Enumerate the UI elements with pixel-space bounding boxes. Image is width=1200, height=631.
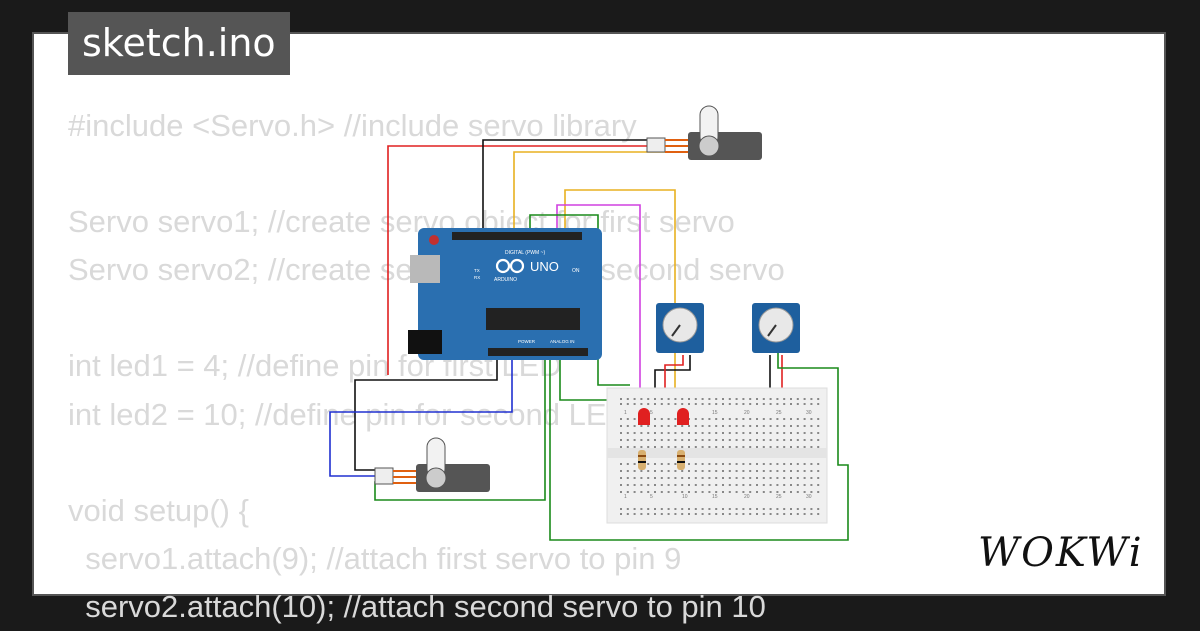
wire-black-servo1 xyxy=(482,139,690,240)
led-icon[interactable] xyxy=(677,408,689,425)
wire-green-top xyxy=(529,214,630,386)
tx-label: TX xyxy=(474,268,480,273)
breadboard-column-number: 5 xyxy=(650,410,653,416)
analog-label: ANALOG IN xyxy=(550,339,575,344)
wire-green-right xyxy=(549,350,849,541)
file-tab[interactable]: sketch.ino xyxy=(68,12,290,75)
breadboard-column-number: 10 xyxy=(682,494,688,500)
wire-blue-servo2 xyxy=(329,360,513,477)
wire-yellow-servo1 xyxy=(513,151,690,240)
code-line: servo1.attach(9); //attach first servo t… xyxy=(68,540,682,576)
breadboard-column-number: 30 xyxy=(806,494,812,500)
servo-icon[interactable] xyxy=(374,437,490,492)
code-line: #include <Servo.h> //include servo libra… xyxy=(68,108,637,143)
resistor-icon xyxy=(638,450,646,470)
breadboard-column-number: 15 xyxy=(712,494,718,500)
board-model: UNO xyxy=(530,259,559,274)
code-line: void setup() { xyxy=(68,492,249,528)
breadboard-column-number: 25 xyxy=(776,494,782,500)
digital-label: DIGITAL (PWM ~) xyxy=(505,250,545,256)
breadboard-column-number: 20 xyxy=(744,410,750,416)
wire-black-pot1 xyxy=(654,355,691,400)
breadboard-column-number: 1 xyxy=(624,494,627,500)
rx-label: RX xyxy=(474,275,480,280)
power-label: POWER xyxy=(518,339,536,344)
potentiometer-icon[interactable] xyxy=(656,303,704,353)
breadboard-column-number: 25 xyxy=(776,410,782,416)
wire-red-pot1 xyxy=(664,355,684,400)
breadboard-column-number: 1 xyxy=(624,410,627,416)
board-brand: ARDUINO xyxy=(494,277,517,283)
potentiometer-icon[interactable] xyxy=(752,303,800,353)
wire-black-servo2 xyxy=(354,360,498,471)
arduino-board-icon[interactable]: UNO ARDUINO DIGITAL (PWM ~) POWER ANALOG… xyxy=(408,228,602,360)
code-line: servo2.attach(10); //attach second servo… xyxy=(68,588,766,624)
breadboard-column-number: 5 xyxy=(650,494,653,500)
on-label: ON xyxy=(572,268,580,274)
breadboard-column-number: 20 xyxy=(744,494,750,500)
wire-magenta xyxy=(556,204,641,410)
wire-red-servo1 xyxy=(387,145,690,375)
wokwi-logo: WOKWi xyxy=(978,530,1144,576)
breadboard-column-number: 15 xyxy=(712,410,718,416)
led-icon[interactable] xyxy=(638,408,650,425)
breadboard-column-number: 30 xyxy=(806,410,812,416)
servo-icon[interactable] xyxy=(646,105,762,160)
resistor-icon xyxy=(677,450,685,470)
